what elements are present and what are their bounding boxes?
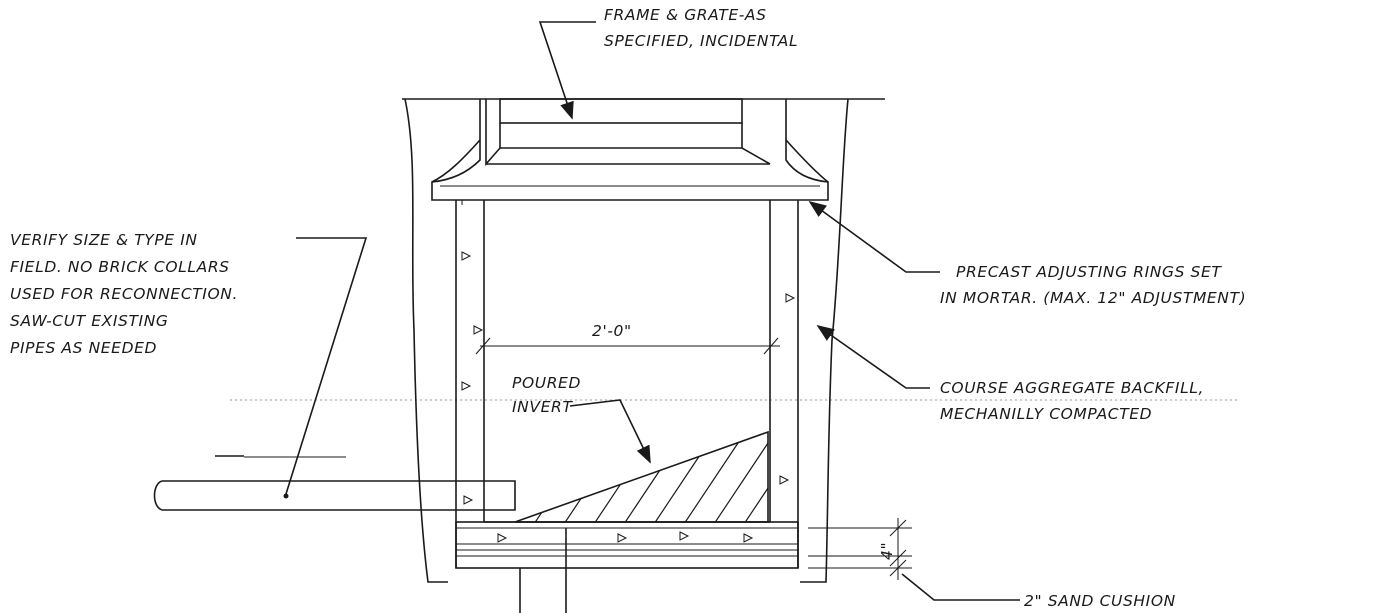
outlet-pipe-stub [519,528,567,613]
poured-invert-leader-line [569,399,651,464]
excavation-right-edge [800,98,849,583]
wall-aggregate-symbols [461,251,796,505]
depth-dimension [808,518,912,580]
precast-label: PRECAST ADJUSTING RINGS SET IN MORTAR. (… [940,263,1246,307]
base-slab [455,521,799,569]
poured-invert [514,430,769,523]
precast-walls [455,200,799,568]
frame-and-grate [431,98,829,201]
sand-cushion-leader-line [901,573,1020,601]
verify-leader-line [285,237,368,495]
excavation-left-edge [404,98,448,583]
precast-leader-line [808,200,940,273]
sand-cushion-label: 2" SAND CUSHION [1024,592,1176,610]
aggregate-label: COURSE AGGREGATE BACKFILL, MECHANILLY CO… [940,379,1210,423]
poured-invert-label: POURED INVERT [512,374,587,416]
verify-label: VERIFY SIZE & TYPE IN FIELD. NO BRICK CO… [10,231,244,357]
inlet-pipe [153,455,516,511]
frame-grate-label: FRAME & GRATE-AS SPECIFIED, INCIDENTAL [604,6,798,50]
aggregate-leader-line [816,324,930,389]
width-dimension-label: 2'-0" [592,322,632,340]
width-dimension [475,337,780,355]
frame-grate-leader-line [538,21,596,120]
depth-dimension-label: 4" [878,542,896,560]
